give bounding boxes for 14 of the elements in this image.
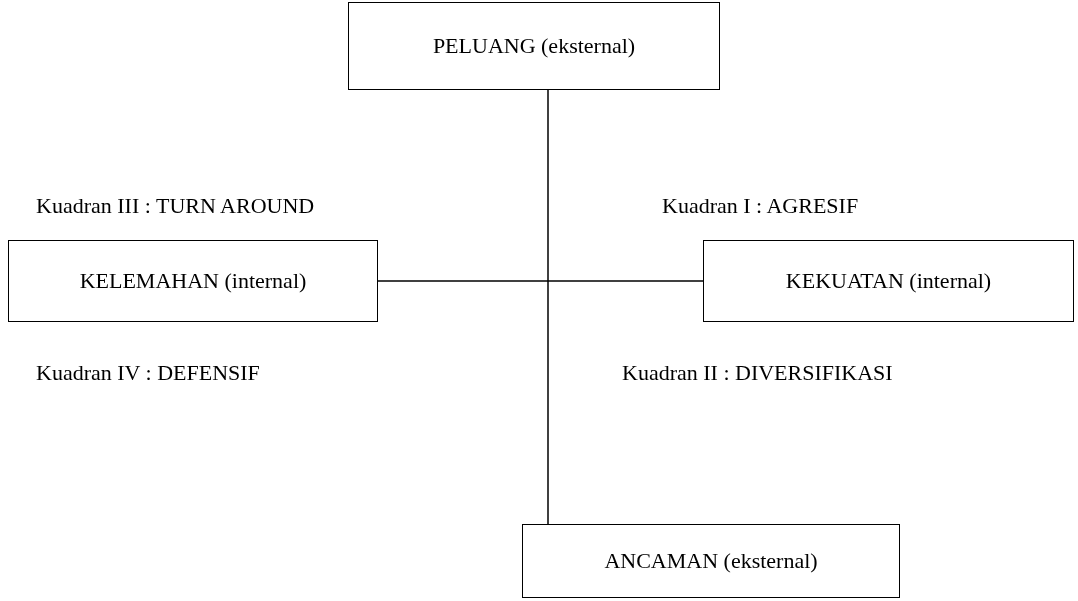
quadrant-label: Kuadran I : AGRESIF: [662, 193, 859, 219]
connector-line: [377, 280, 704, 282]
label-box: [8, 240, 378, 322]
node-label: KELEMAHAN (internal): [79, 268, 307, 294]
connector-line: [547, 89, 549, 525]
quadrant-label: Kuadran III : TURN AROUND: [36, 193, 315, 219]
node-label: PELUANG (eksternal): [432, 33, 636, 59]
label-box: [522, 524, 900, 598]
quadrant-label: Kuadran IV : DEFENSIF: [36, 360, 260, 386]
label-box: [703, 240, 1074, 322]
node-label: ANCAMAN (eksternal): [604, 548, 818, 574]
quadrant-label: Kuadran II : DIVERSIFIKASI: [622, 360, 893, 386]
label-box: [348, 2, 720, 90]
node-label: KEKUATAN (internal): [785, 268, 992, 294]
